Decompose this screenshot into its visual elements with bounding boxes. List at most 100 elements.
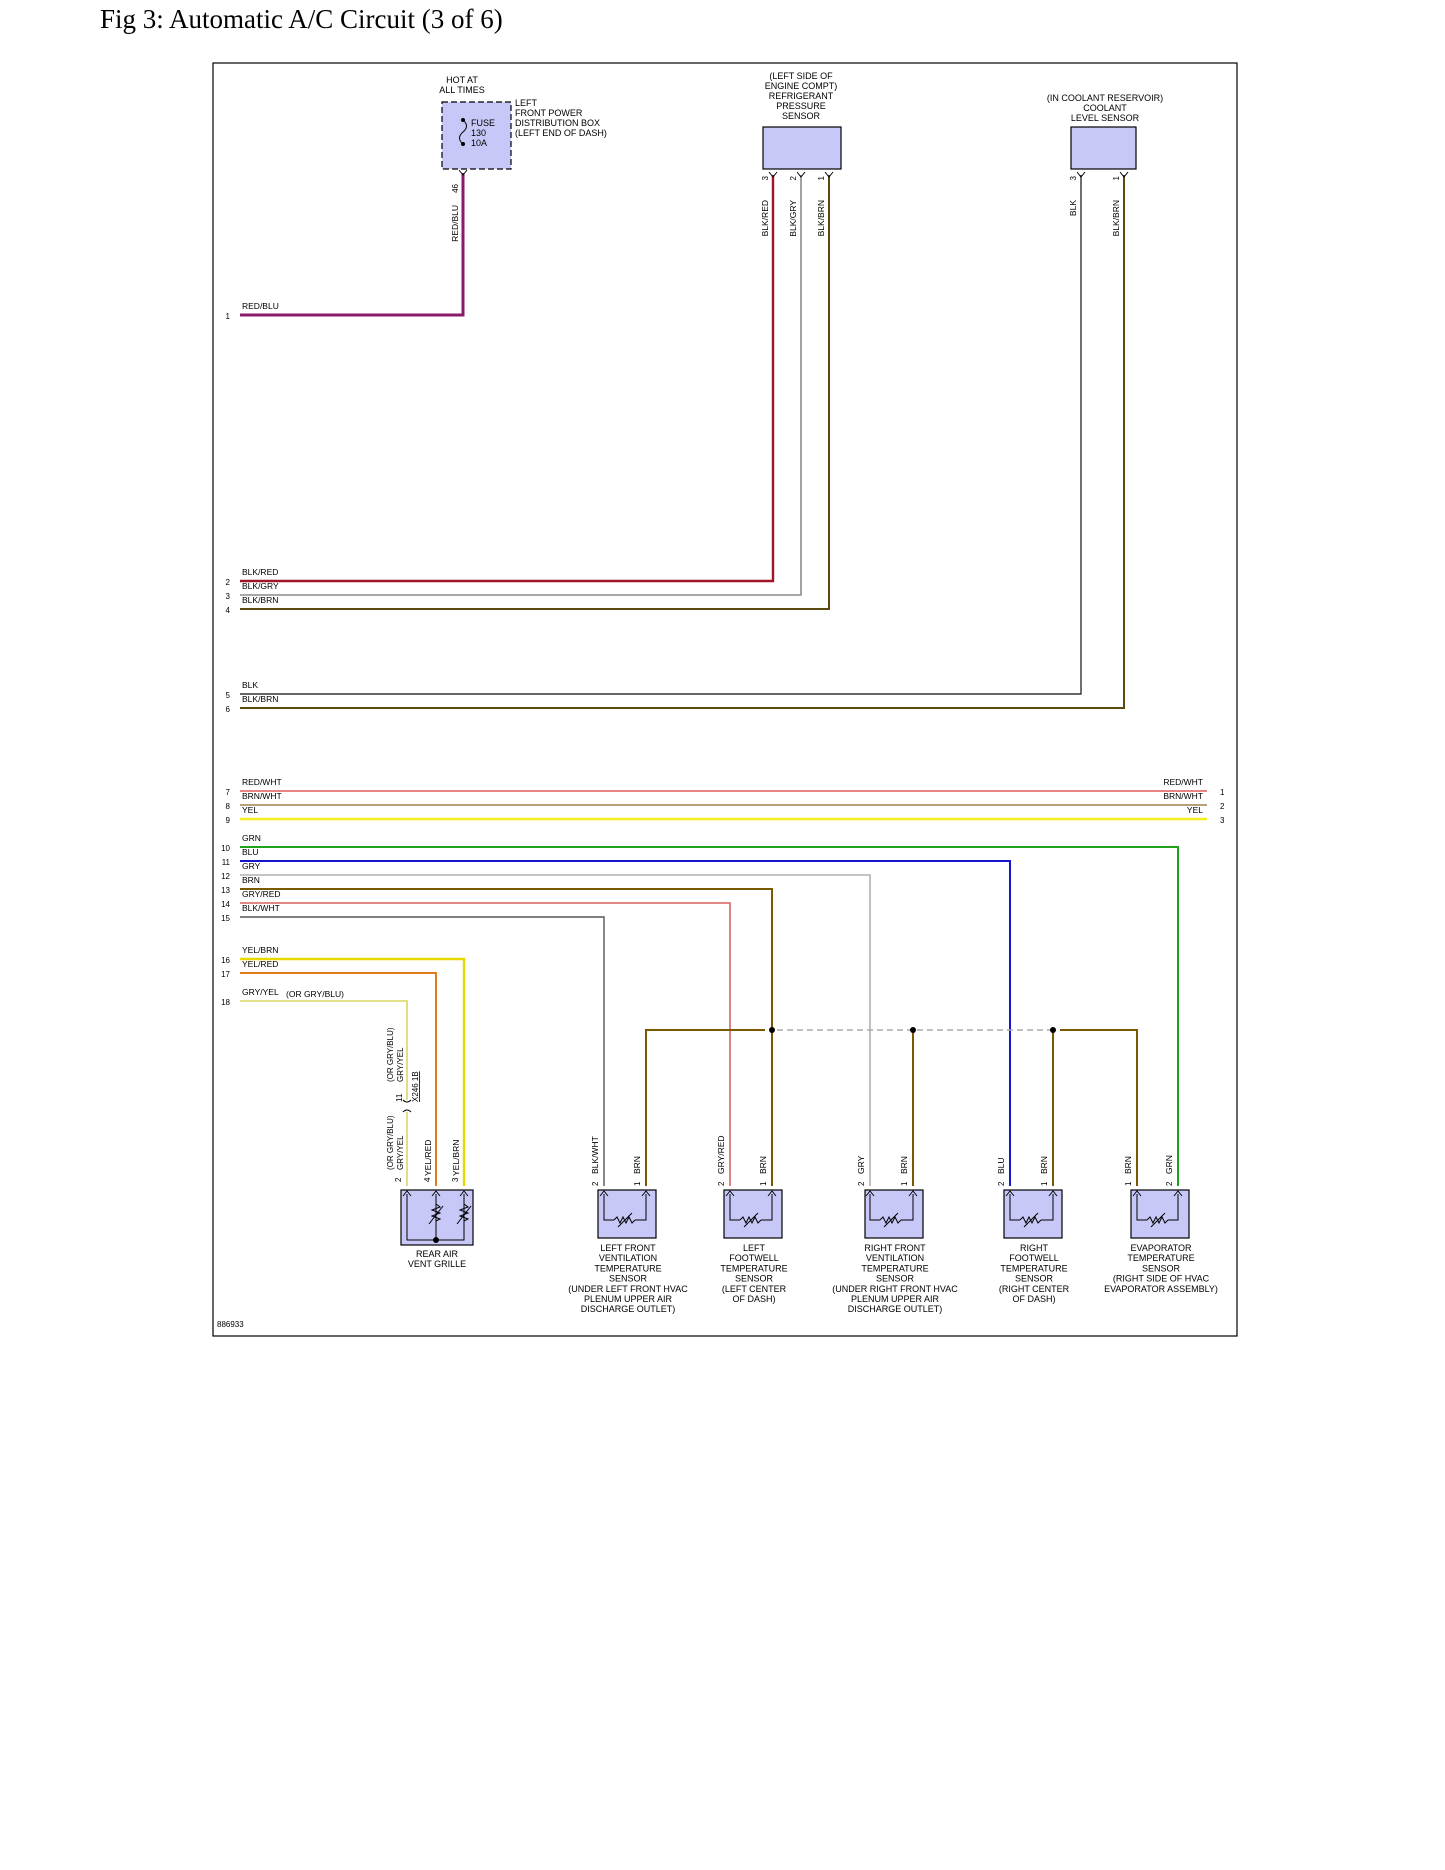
- temp-sensor-label: LEFT FRONT: [600, 1243, 656, 1253]
- connector-fork-icon: [458, 169, 468, 176]
- temp-sensor-label: DISCHARGE OUTLET): [581, 1304, 676, 1314]
- connector-arrow-icon: [865, 1190, 875, 1197]
- wire-label: RED/WHT: [242, 777, 282, 787]
- temp-sensor-label: DISCHARGE OUTLET): [848, 1304, 943, 1314]
- temp-sensor-label: LEFT: [743, 1243, 766, 1253]
- wire-blk-gry: [240, 175, 802, 596]
- wires-layer: [240, 173, 1207, 1186]
- wire-label: GRN: [1164, 1155, 1174, 1174]
- sensor-wiring-icon: [1136, 1194, 1147, 1221]
- temp-sensor-label: FOOTWELL: [1009, 1253, 1059, 1263]
- pin-number: 3: [226, 592, 231, 601]
- pin-number: 6: [226, 705, 231, 714]
- wire-label: BRN: [1039, 1156, 1049, 1174]
- thermistor-arrow-icon: [1023, 1212, 1039, 1228]
- connector-arrow-icon: [1132, 1190, 1142, 1197]
- splice-dot-icon: [769, 1027, 775, 1033]
- fuse-box-label: FRONT POWER: [515, 108, 583, 118]
- labels-layer: 1RED/BLU2BLK/RED3BLK/GRY4BLK/BRN5BLK6BLK…: [217, 71, 1225, 1329]
- temp-sensor-box: [723, 1189, 783, 1239]
- pin-number: 2: [857, 1181, 866, 1186]
- pin-number: 46: [451, 183, 460, 192]
- temp-sensor-label: OF DASH): [1012, 1294, 1055, 1304]
- temp-sensor-label: FOOTWELL: [729, 1253, 779, 1263]
- wire-label: BLK: [242, 680, 258, 690]
- pin-number: 5: [226, 691, 231, 700]
- splice-dot-icon: [433, 1237, 439, 1243]
- pressure-sensor-label: PRESSURE: [776, 101, 826, 111]
- temp-sensor-label: (LEFT CENTER: [722, 1284, 787, 1294]
- pin-number: 2: [394, 1177, 403, 1182]
- temp-sensor-label: TEMPERATURE: [861, 1263, 928, 1273]
- connector-arrow-icon: [908, 1190, 918, 1197]
- wire-blk-brn-2: [240, 175, 1125, 709]
- resistor-icon: [430, 1203, 442, 1222]
- wire-label: BLK: [1068, 200, 1078, 216]
- wire-label: BRN: [1123, 1156, 1133, 1174]
- pin-number: 18: [221, 998, 230, 1007]
- sensor-wiring-icon: [901, 1194, 914, 1221]
- connector-arrow-icon: [402, 1190, 412, 1197]
- fuse-hot-label: HOT AT: [446, 75, 478, 85]
- connector-arrow-icon: [1048, 1190, 1058, 1197]
- fuse-box-label: LEFT: [515, 98, 538, 108]
- thermistor-arrow-icon: [743, 1212, 759, 1228]
- temp-sensor-box: [864, 1189, 924, 1239]
- sensor-wiring-icon: [761, 1194, 773, 1221]
- coolant-sensor-box: [1070, 126, 1137, 170]
- wire-yel-red: [240, 972, 437, 1186]
- thermistor-arrow-icon: [1150, 1212, 1166, 1228]
- wire-brn-lf: [645, 1029, 765, 1186]
- temp-sensor-label: SENSOR: [1142, 1263, 1181, 1273]
- pin-number: 3: [1069, 175, 1078, 180]
- pin-number: 9: [226, 816, 231, 825]
- pin-number: 8: [226, 802, 231, 811]
- figure-id: 886933: [217, 1320, 244, 1329]
- fuse-box-icon: [441, 101, 512, 170]
- pin-number: 10: [221, 844, 230, 853]
- wire-yel-brn: [240, 957, 466, 1186]
- pressure-sensor-box: [762, 126, 842, 170]
- fuse-box-label: DISTRIBUTION BOX: [515, 118, 600, 128]
- connector-arrow-icon: [1173, 1190, 1183, 1197]
- pin-number: 13: [221, 886, 230, 895]
- temp-sensor-box: [1130, 1189, 1190, 1239]
- wire-grn: [240, 846, 1179, 1186]
- pin-number: 3: [451, 1177, 460, 1182]
- temp-sensor-label: EVAPORATOR: [1130, 1243, 1192, 1253]
- wire-label: YEL/RED: [423, 1140, 433, 1176]
- temp-sensor-label: TEMPERATURE: [720, 1263, 787, 1273]
- temp-sensor-box: [597, 1189, 657, 1239]
- connector-fork-icon: [796, 171, 806, 178]
- wire-label: GRY: [242, 861, 261, 871]
- pin-number: 2: [789, 175, 798, 180]
- wire-label: RED/BLU: [242, 301, 279, 311]
- temp-sensor-label: PLENUM UPPER AIR: [851, 1294, 940, 1304]
- wire-label: YEL/RED: [242, 959, 278, 969]
- wire-label: BRN: [242, 875, 260, 885]
- wire-gry-yel: [240, 1000, 408, 1100]
- wire-label: YEL: [1187, 805, 1203, 815]
- temp-sensor-label: SENSOR: [735, 1274, 774, 1284]
- pin-number: 2: [717, 1181, 726, 1186]
- sensor-wiring-icon: [635, 1194, 647, 1221]
- fuse-hot-label: ALL TIMES: [439, 85, 485, 95]
- wire-label: BRN/WHT: [242, 791, 282, 801]
- pressure-sensor-label: (LEFT SIDE OF: [769, 71, 833, 81]
- wire-brn: [240, 888, 773, 1186]
- pin-number: 4: [226, 606, 231, 615]
- pin-number: 2: [997, 1181, 1006, 1186]
- thermistor-arrow-icon: [883, 1212, 899, 1228]
- pin-number: 3: [761, 175, 770, 180]
- wire-label: BRN: [758, 1156, 768, 1174]
- temp-sensor-label: OF DASH): [732, 1294, 775, 1304]
- wire-label: BLK/BRN: [242, 595, 278, 605]
- fuse-element-icon: [459, 119, 467, 145]
- fuse-rating-label: 130: [471, 128, 486, 138]
- pin-number: 1: [1112, 175, 1121, 180]
- pin-number: 2: [591, 1181, 600, 1186]
- wire-label: GRN: [242, 833, 261, 843]
- connector-fork-icon: [768, 171, 778, 178]
- wire-label: BRN: [632, 1156, 642, 1174]
